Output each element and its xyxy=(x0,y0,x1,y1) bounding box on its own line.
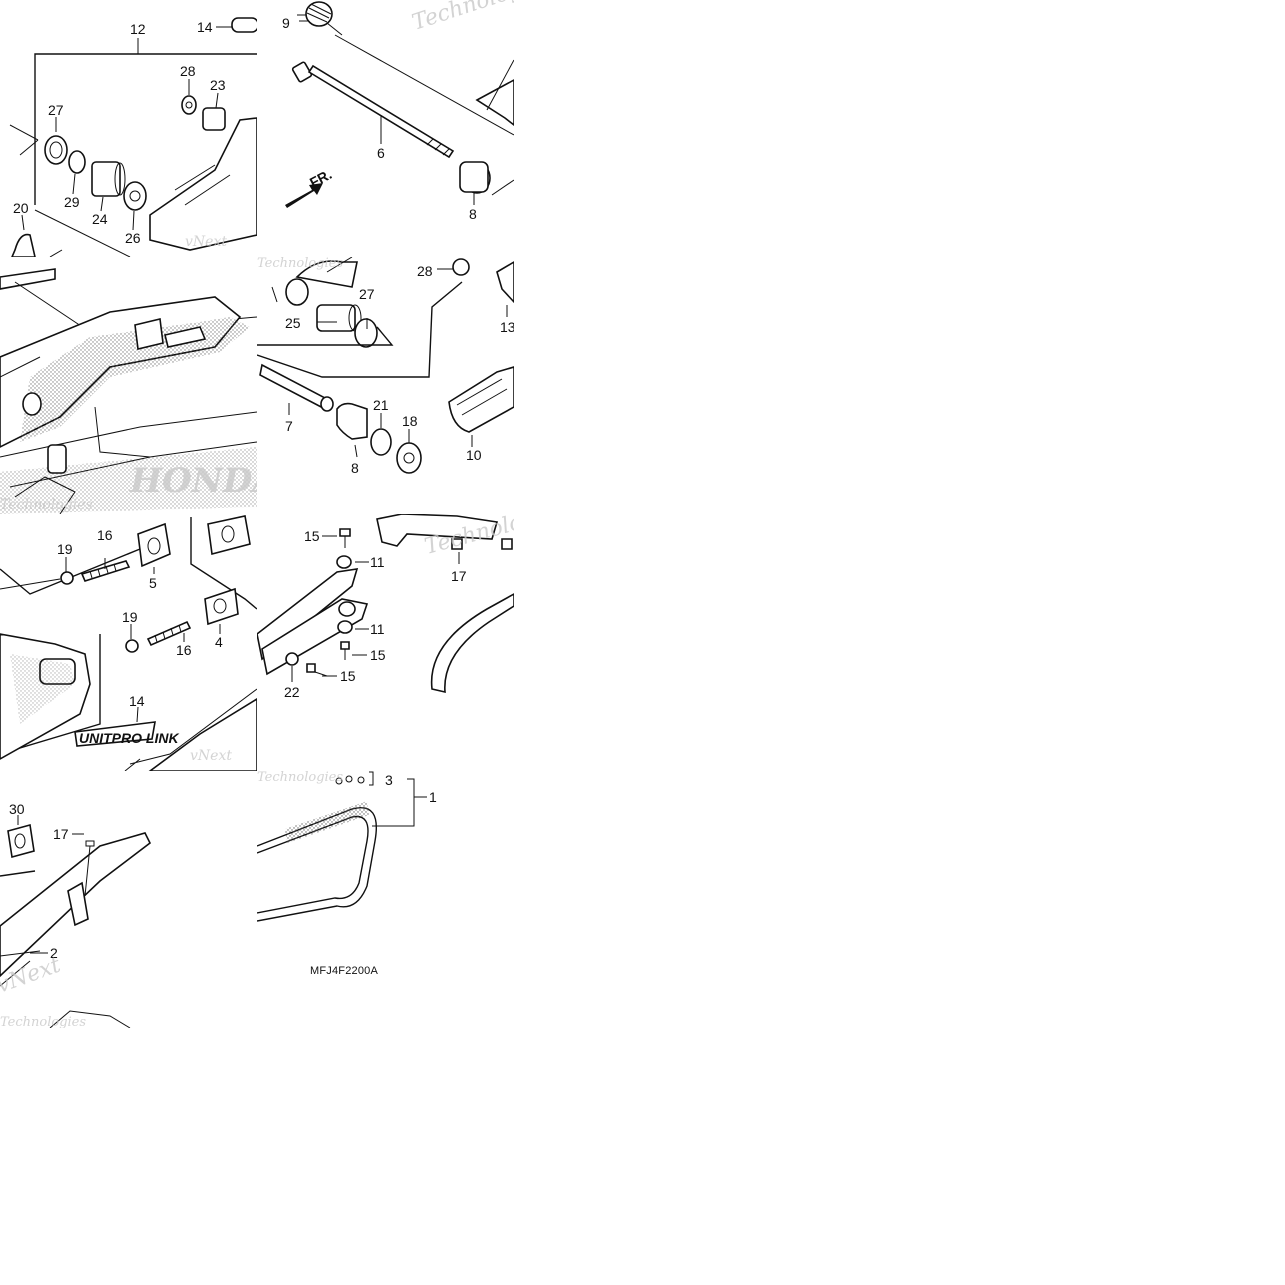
callout-27: 27 xyxy=(359,286,375,302)
tile-drive-chain: 3 1 Technologies xyxy=(257,771,514,1028)
callout-21: 21 xyxy=(373,397,389,413)
callout-27: 27 xyxy=(48,102,64,118)
callout-5: 5 xyxy=(149,575,157,591)
tile-pivot-bolt: 9 6 FR. 8 Technologies xyxy=(257,0,514,257)
callout-25: 25 xyxy=(285,315,301,331)
callout-28: 28 xyxy=(417,263,433,279)
callout-18: 18 xyxy=(402,413,418,429)
tile-swingarm-bearings: 12 14 28 23 27 29 24 26 20 vNext xyxy=(0,0,257,257)
callout-9: 9 xyxy=(282,15,290,31)
callout-16: 16 xyxy=(97,527,113,543)
callout-4: 4 xyxy=(215,634,223,650)
callout-23: 23 xyxy=(210,77,226,93)
callout-15: 15 xyxy=(340,668,356,684)
callout-2: 2 xyxy=(50,945,58,961)
callout-29: 29 xyxy=(64,194,80,210)
watermark-text: Technologies xyxy=(0,497,93,513)
callout-11: 11 xyxy=(370,621,385,637)
callout-17: 17 xyxy=(451,568,467,584)
callout-13: 13 xyxy=(500,319,514,335)
tile-chain-case: 15 11 17 11 15 22 15 Technologies xyxy=(257,514,514,771)
frame-brand-lettering: HONDA xyxy=(129,461,257,501)
callout-8: 8 xyxy=(351,460,359,476)
diagram-reference-code: MFJ4F2200A xyxy=(310,965,379,977)
tile-chain-adjusters: UNITPRO LINK 19 16 5 19 16 4 14 31 vNext xyxy=(0,514,257,771)
watermark-text: vNext xyxy=(190,748,232,764)
callout-24: 24 xyxy=(92,211,108,227)
tile-swingarm-body: HONDA Technologies xyxy=(0,257,257,514)
callout-15: 15 xyxy=(370,647,386,663)
callout-6: 6 xyxy=(377,145,385,161)
chain-case-drawing: 15 11 17 11 15 22 15 Technologies xyxy=(257,514,514,700)
decal-unitprolink: UNITPRO LINK xyxy=(79,730,179,746)
callout-7: 7 xyxy=(285,418,293,434)
watermark-text: Technologies xyxy=(257,257,343,271)
callout-28: 28 xyxy=(180,63,196,79)
swingarm-bearings-drawing: 12 14 28 23 27 29 24 26 20 vNext xyxy=(9,17,257,257)
callout-19: 19 xyxy=(122,609,138,625)
pivot-bolt-drawing: 9 6 FR. 8 Technologies xyxy=(282,0,514,222)
callout-3: 3 xyxy=(385,772,393,788)
callout-8: 8 xyxy=(469,206,477,222)
callout-30: 30 xyxy=(9,801,25,817)
callout-20: 20 xyxy=(13,200,29,216)
callout-12: 12 xyxy=(130,21,146,37)
callout-26: 26 xyxy=(125,230,141,246)
axle-slider-drawing: 28 27 25 13 7 21 18 8 10 Technologies xyxy=(257,257,514,476)
chain-guide-drawing: 30 17 2 vNext Technologies xyxy=(0,801,152,1028)
callout-1: 1 xyxy=(429,789,437,805)
callout-10: 10 xyxy=(466,447,482,463)
watermark-text: vNext xyxy=(185,234,227,250)
swingarm-body-drawing: HONDA Technologies xyxy=(0,268,257,514)
callout-17: 17 xyxy=(53,826,69,842)
watermark-text: Technologies xyxy=(0,1015,86,1028)
callout-15: 15 xyxy=(304,528,320,544)
drive-chain-drawing: 3 1 Technologies xyxy=(257,771,437,922)
tile-chain-guide: 30 17 2 vNext Technologies xyxy=(0,771,257,1028)
watermark-text: Technologies xyxy=(257,771,343,785)
callout-22: 22 xyxy=(284,684,300,700)
callout-11: 11 xyxy=(370,554,385,570)
callout-19: 19 xyxy=(57,541,73,557)
watermark-text: Technologies xyxy=(409,0,514,36)
chain-adjusters-drawing: UNITPRO LINK 19 16 5 19 16 4 14 31 vNext xyxy=(0,515,257,771)
tile-axle-slider: 28 27 25 13 7 21 18 8 10 Technologies xyxy=(257,257,514,514)
callout-14: 14 xyxy=(129,693,145,709)
callout-14: 14 xyxy=(197,19,213,35)
callout-16: 16 xyxy=(176,642,192,658)
